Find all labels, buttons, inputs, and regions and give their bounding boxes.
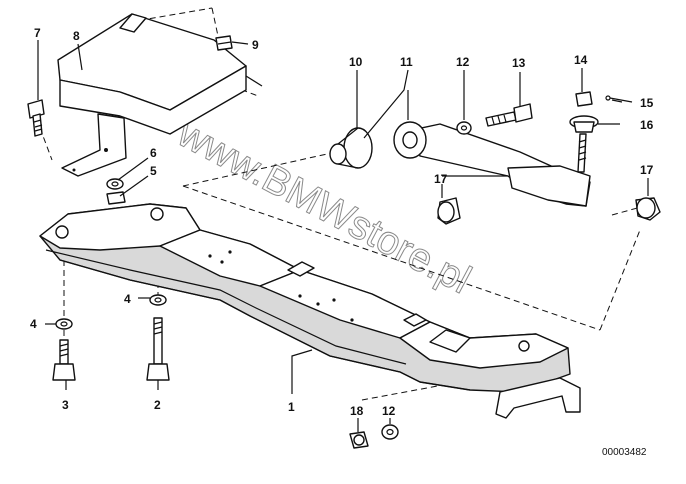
nut-part-18: [349, 431, 369, 449]
washer-part-12-top: [456, 121, 472, 135]
ball-stud: [577, 133, 587, 173]
washer-part-16: [569, 115, 599, 133]
callout-4-right: 4: [124, 292, 131, 306]
bracket-part-8: [57, 13, 263, 177]
callout-4-left: 4: [30, 317, 37, 331]
callout-7: 7: [34, 26, 41, 40]
bolt-part-3: [52, 339, 76, 381]
callout-16: 16: [640, 118, 654, 132]
nut-part-9: [215, 35, 233, 51]
callout-5: 5: [150, 164, 157, 178]
callout-8: 8: [73, 29, 80, 43]
split-pin-part-15: [605, 95, 633, 103]
washer-part-4-left: [55, 318, 73, 330]
callout-13: 13: [512, 56, 526, 70]
callout-9: 9: [252, 38, 259, 52]
callout-3: 3: [62, 398, 69, 412]
callout-2: 2: [154, 398, 161, 412]
control-arm-part-11: [393, 121, 591, 207]
crossmember-part-1: [39, 203, 581, 419]
callout-17-left: 17: [434, 172, 448, 186]
callout-12-bottom: 12: [382, 404, 396, 418]
callout-14: 14: [574, 53, 588, 67]
bump-stop-part-17-left: [437, 197, 461, 225]
callout-17-right: 17: [640, 163, 654, 177]
leader-lines: [37, 40, 649, 432]
washer-part-4-right: [149, 294, 167, 306]
callout-11: 11: [400, 55, 413, 69]
bump-stop-part-17-right: [635, 197, 661, 221]
callout-6: 6: [150, 146, 157, 160]
washer-part-6: [106, 178, 124, 190]
washer-part-12-bottom: [381, 424, 399, 440]
callout-12-top: 12: [456, 55, 470, 69]
callout-18: 18: [350, 404, 364, 418]
callout-1: 1: [288, 400, 295, 414]
bolt-part-7: [27, 99, 45, 137]
bolt-part-2: [146, 317, 170, 381]
bushing-part-10: [329, 127, 373, 169]
nut-part-14: [575, 91, 593, 107]
diagram-code: 00003482: [602, 447, 647, 458]
callout-10: 10: [349, 55, 363, 69]
callout-labels: 7 8 9 6 5 10 11 12 13 14 15 16 17 17 4 4…: [30, 26, 654, 418]
bolt-part-13: [485, 103, 533, 127]
callout-15: 15: [640, 96, 654, 110]
